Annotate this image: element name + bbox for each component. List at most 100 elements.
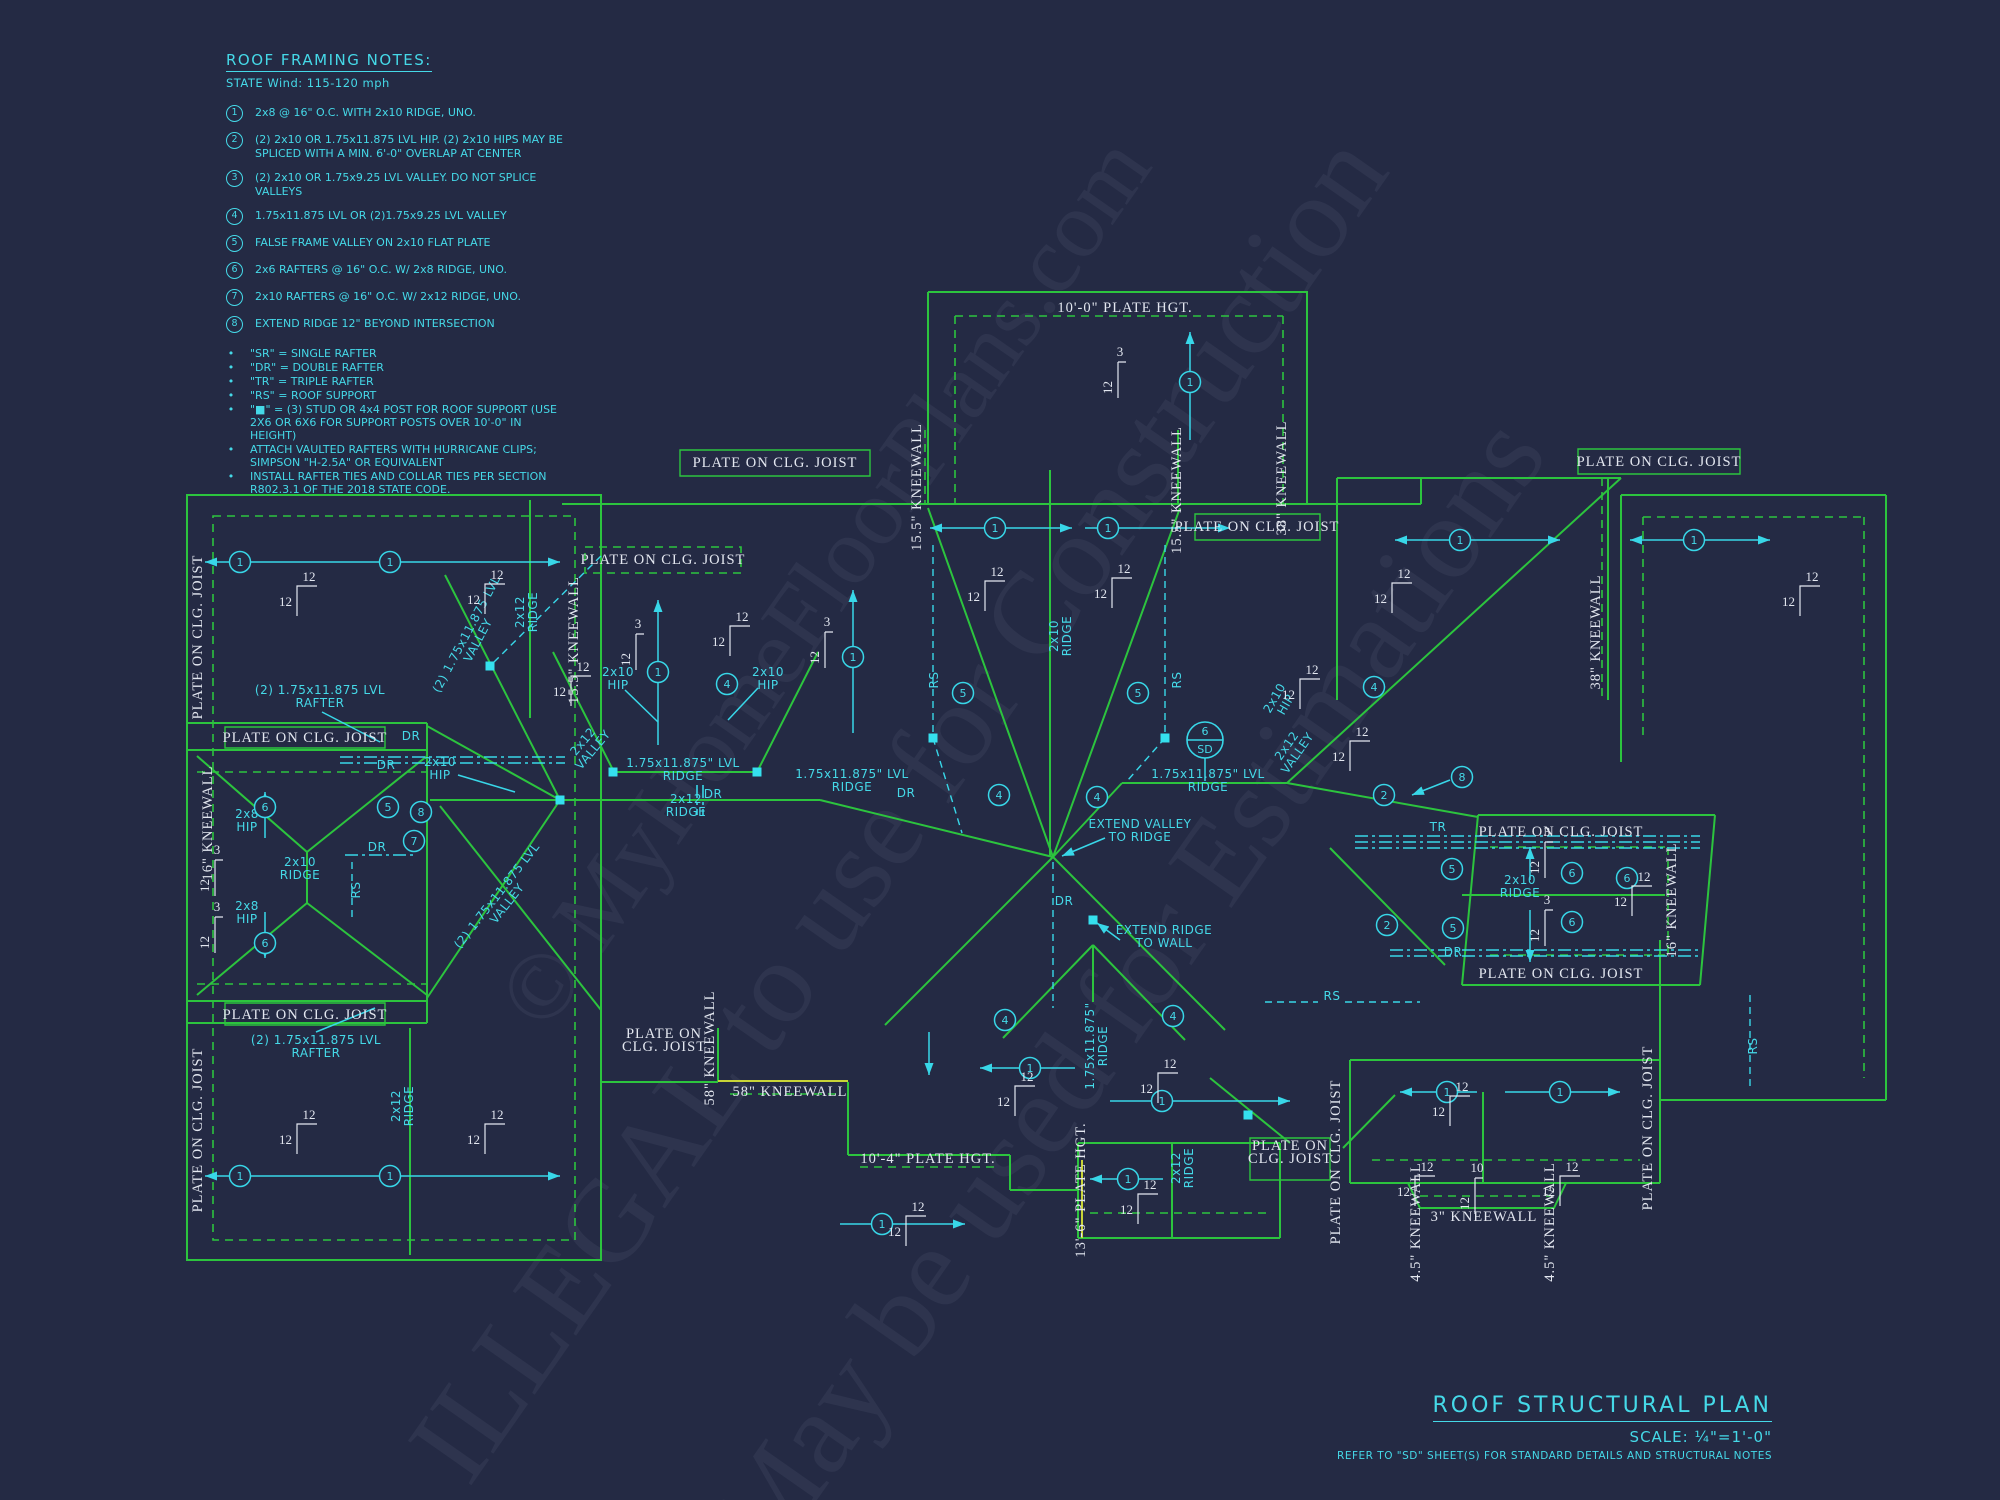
svg-text:12: 12 bbox=[1397, 1184, 1410, 1199]
roof-support-post bbox=[1243, 1110, 1253, 1120]
legend-text: "■" = (3) STUD OR 4x4 POST FOR ROOF SUPP… bbox=[250, 403, 558, 442]
svg-text:12: 12 bbox=[997, 1094, 1010, 1109]
svg-text:12: 12 bbox=[1282, 687, 1295, 702]
svg-text:10: 10 bbox=[1471, 1160, 1484, 1175]
note-number: 1 bbox=[1159, 1095, 1166, 1108]
note-number-circle bbox=[1548, 1080, 1572, 1104]
svg-text:12: 12 bbox=[1100, 381, 1115, 394]
svg-text:3: 3 bbox=[635, 616, 642, 631]
note-number: 1 bbox=[1557, 1086, 1564, 1099]
svg-text:12: 12 bbox=[303, 569, 316, 584]
svg-text:12: 12 bbox=[1332, 749, 1345, 764]
plate-label: 16" KNEEWALL bbox=[200, 766, 216, 881]
svg-text:12: 12 bbox=[553, 684, 566, 699]
note-number: 4 bbox=[996, 789, 1003, 802]
pitch-marks: 1212121212121212121212121212121212121212… bbox=[197, 344, 1820, 1246]
svg-text:3: 3 bbox=[214, 899, 221, 914]
note-number: 5 bbox=[1135, 687, 1142, 700]
note-number-circle bbox=[987, 783, 1011, 807]
plate-label: 4.5" KNEEWALL bbox=[1542, 1162, 1558, 1282]
note-number: 6 bbox=[262, 937, 269, 950]
svg-text:12: 12 bbox=[1094, 586, 1107, 601]
detail-number: 6 bbox=[1202, 725, 1209, 738]
note-number: 5 bbox=[385, 801, 392, 814]
svg-text:12: 12 bbox=[1021, 1069, 1034, 1084]
note-number-circle bbox=[1560, 910, 1584, 934]
member-label: 1.75x11.875"RIDGE bbox=[1083, 1002, 1110, 1089]
member-label: DR bbox=[704, 787, 723, 801]
note-number-circle bbox=[1362, 675, 1386, 699]
svg-text:12: 12 bbox=[467, 592, 480, 607]
svg-text:3: 3 bbox=[1117, 344, 1124, 359]
legend-item: •"SR" = SINGLE RAFTER bbox=[226, 347, 571, 360]
note-number: 6 bbox=[262, 801, 269, 814]
legend-text: "SR" = SINGLE RAFTER bbox=[250, 347, 377, 360]
plate-label: PLATE ON CLG. JOIST bbox=[223, 1007, 388, 1023]
svg-text:12: 12 bbox=[1638, 869, 1651, 884]
note-number-badge: 3 bbox=[226, 170, 243, 187]
plate-label: PLATE ON CLG. JOIST bbox=[581, 552, 746, 568]
plate-label: PLATE ON CLG. JOIST bbox=[190, 555, 206, 720]
sheet-reference-note: REFER TO "SD" SHEET(S) FOR STANDARD DETA… bbox=[1337, 1450, 1772, 1462]
plate-label: 10'-0" PLATE HGT. bbox=[1057, 300, 1192, 316]
member-label: 2x12VALLEY bbox=[562, 719, 613, 772]
plate-label: PLATE ON CLG. JOIST bbox=[1577, 454, 1742, 470]
note-number: 1 bbox=[992, 522, 999, 535]
note-number-badge: 7 bbox=[226, 289, 243, 306]
plate-label: PLATE ON CLG. JOIST bbox=[693, 455, 858, 471]
member-label: RS bbox=[927, 672, 941, 689]
member-label: RS bbox=[1746, 1038, 1760, 1055]
note-number: 7 bbox=[411, 835, 418, 848]
legend-text: INSTALL RAFTER TIES AND COLLAR TIES PER … bbox=[250, 470, 547, 496]
note-number-badge: 1 bbox=[226, 105, 243, 122]
plate-label: 4.5" KNEEWALL bbox=[1408, 1162, 1424, 1282]
note-number: 4 bbox=[724, 678, 731, 691]
note-number: 5 bbox=[960, 687, 967, 700]
pitch-mark: 312 bbox=[197, 842, 223, 896]
note-number: 2 bbox=[1384, 919, 1391, 932]
note-number: 1 bbox=[1105, 522, 1112, 535]
note-number-circle bbox=[993, 1008, 1017, 1032]
plate-label: 13'-6" PLATE HGT. bbox=[1073, 1122, 1089, 1257]
pitch-mark: 3 12 bbox=[1100, 344, 1126, 398]
note-number-badge: 4 bbox=[226, 208, 243, 225]
note-number-circle bbox=[402, 829, 426, 853]
note-number: 1 bbox=[387, 1170, 394, 1183]
plate-label: 16" KNEEWALL bbox=[1664, 843, 1680, 958]
svg-text:12: 12 bbox=[1456, 1079, 1469, 1094]
bullet-icon: • bbox=[227, 403, 235, 416]
note-number-badge: 8 bbox=[226, 316, 243, 333]
note-number: 5 bbox=[1450, 922, 1457, 935]
note-number-circle bbox=[1096, 516, 1120, 540]
note-text: 1.75x11.875 LVL OR (2)1.75x9.25 LVL VALL… bbox=[255, 209, 507, 222]
note-number: 2 bbox=[1381, 789, 1388, 802]
plate-label: 38" KNEEWALL bbox=[1588, 575, 1604, 690]
note-number: 1 bbox=[1125, 1173, 1132, 1186]
roof-support-post bbox=[1088, 915, 1098, 925]
svg-text:12: 12 bbox=[1398, 566, 1411, 581]
roof-support-post bbox=[485, 661, 495, 671]
note-number: 1 bbox=[1691, 534, 1698, 547]
member-label: DR bbox=[1055, 894, 1074, 908]
svg-text:12: 12 bbox=[1164, 1056, 1177, 1071]
plate-label: 15.5" KNEEWALL bbox=[909, 423, 925, 551]
